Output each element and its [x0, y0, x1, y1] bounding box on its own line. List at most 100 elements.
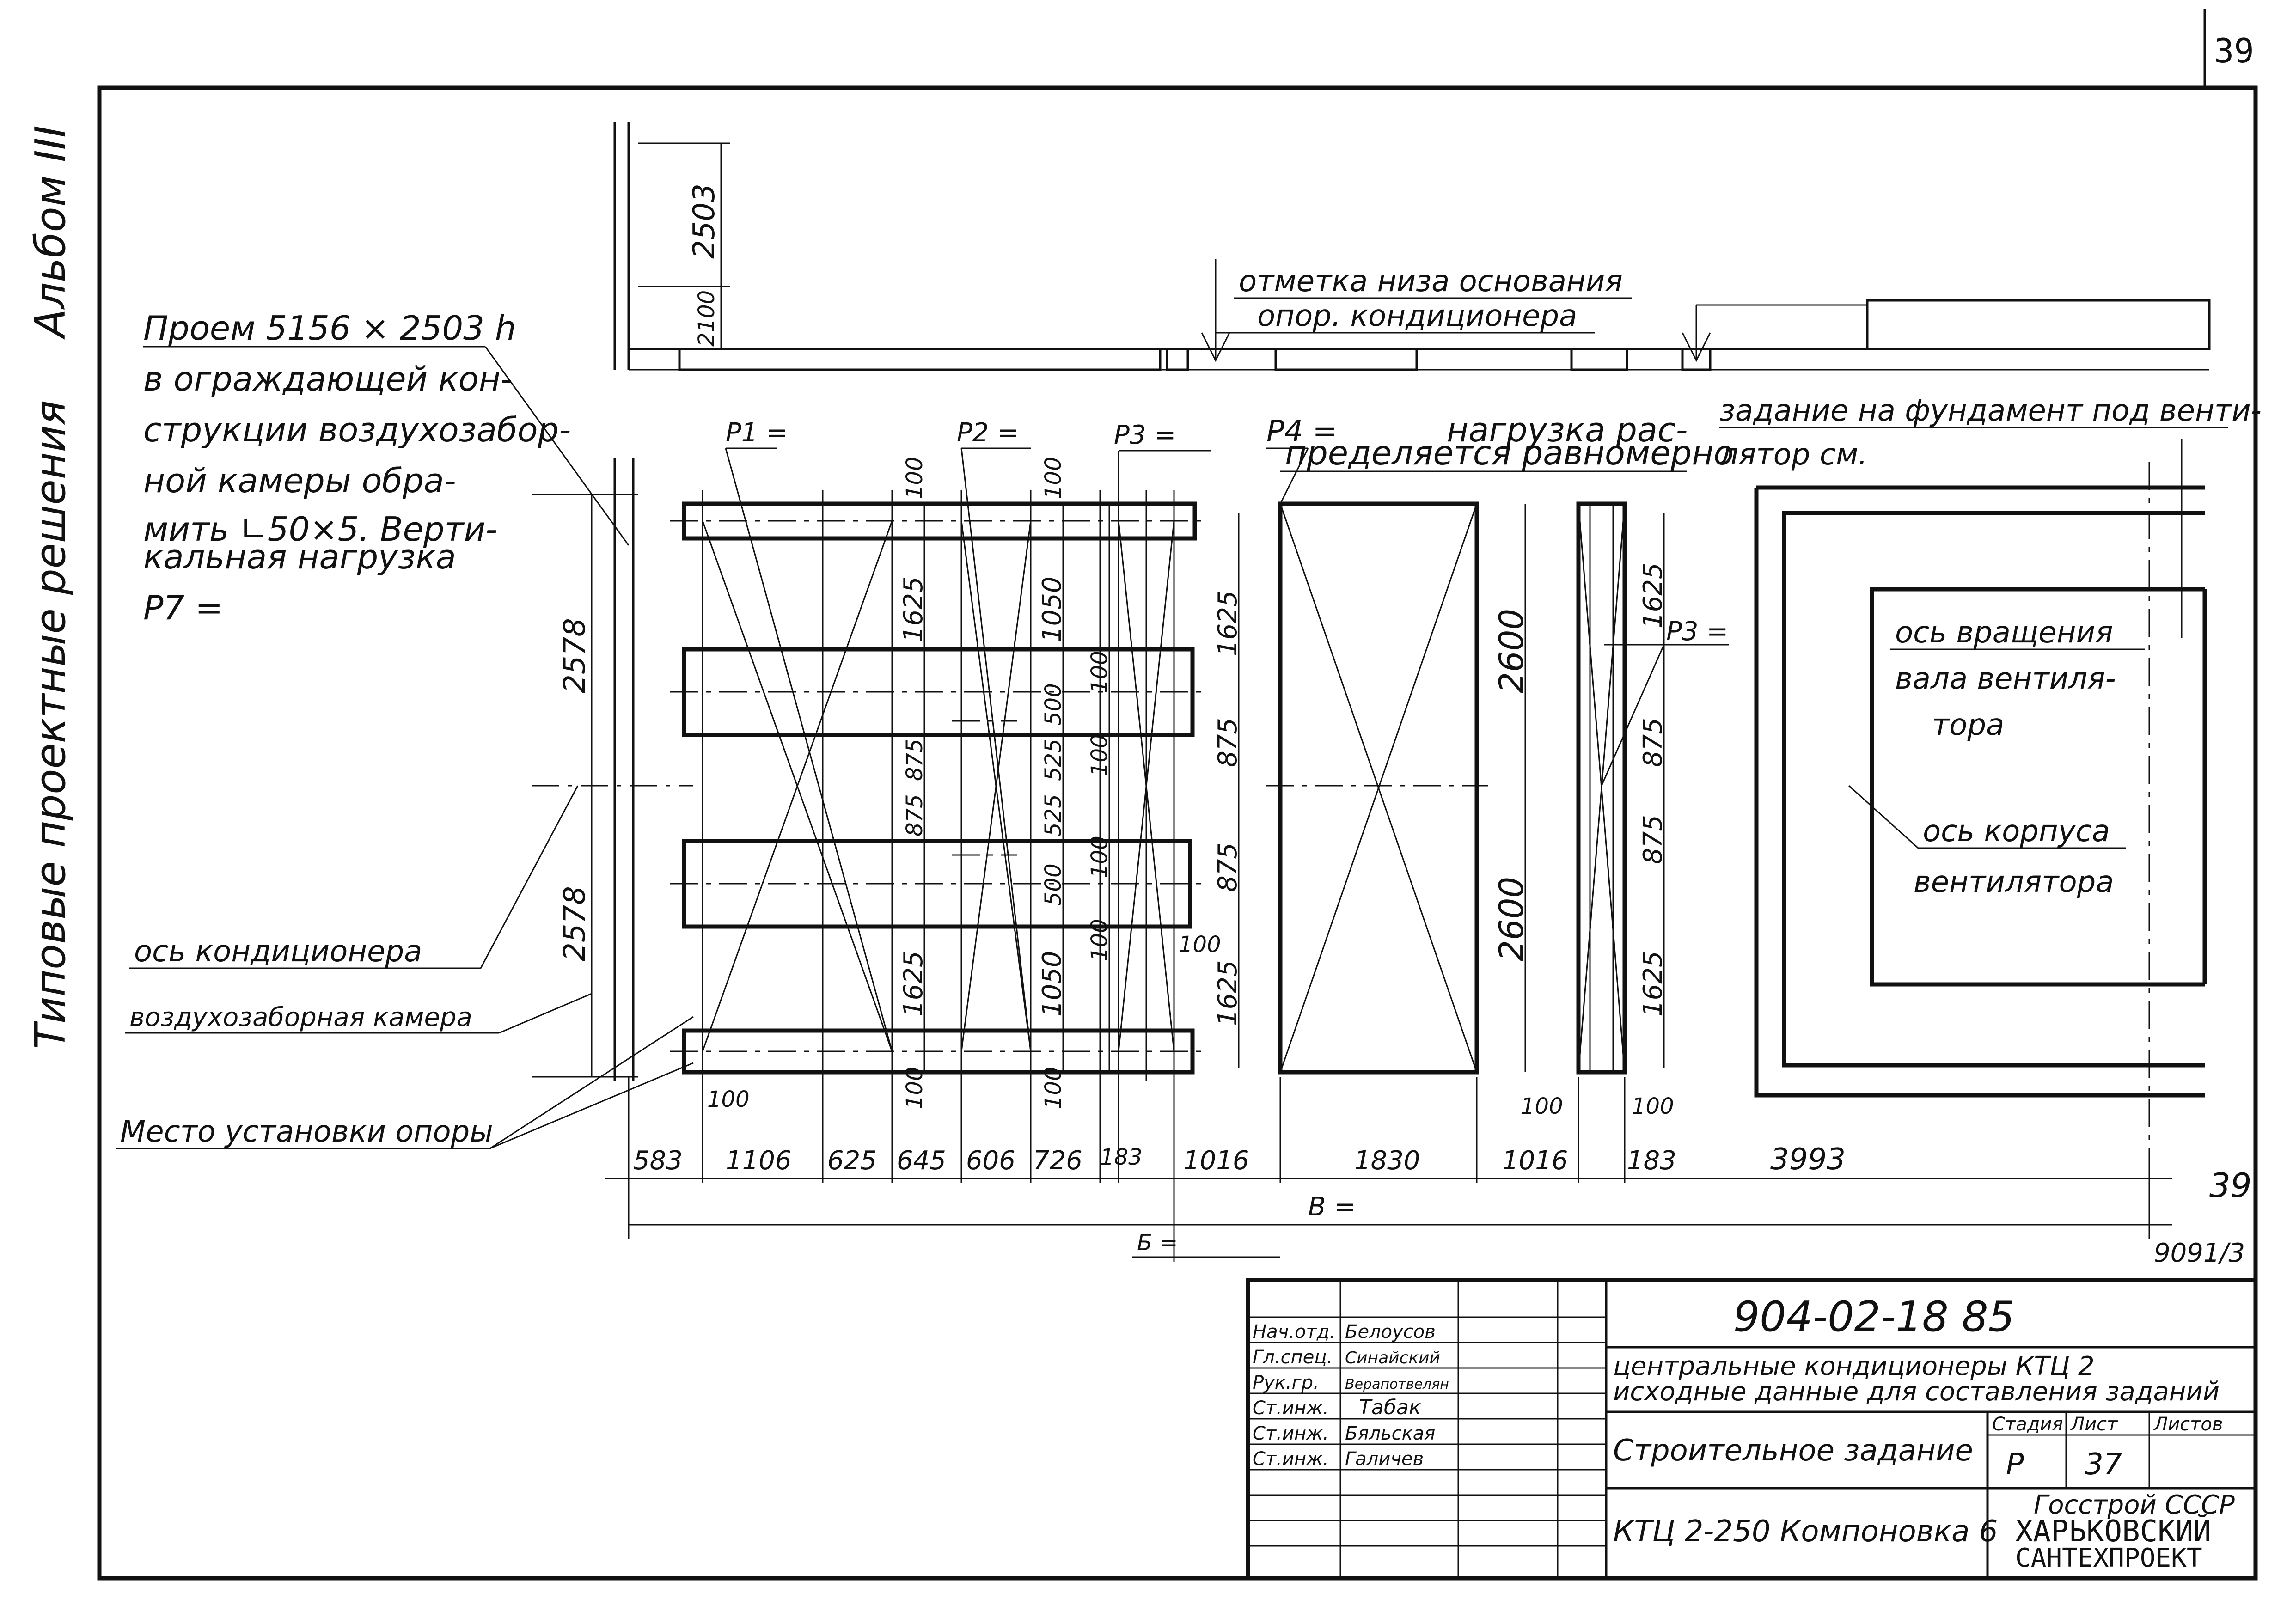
dim-ve-1: 2600 [1492, 877, 1531, 961]
corner-ref: 9091/3 [2154, 1238, 2245, 1268]
dim-vb-5: 500 [1040, 863, 1066, 906]
dim-ve-0: 2600 [1492, 609, 1531, 693]
dim-left-upper: 2578 [558, 618, 592, 693]
tb-sheet: 37 [2085, 1447, 2122, 1482]
dim-h-4: 606 [966, 1146, 1015, 1176]
tb-title-line2: исходные данные для составления заданий [1613, 1377, 2220, 1407]
fan-foundation [1754, 439, 2207, 1220]
dim-vc-1: 100 [1087, 734, 1113, 776]
conditioner-axis-label: ось кондиционера [134, 934, 422, 969]
task-note-1: задание на фундамент под венти- [1719, 394, 2262, 428]
tb-name-0: Белоусов [1345, 1321, 1436, 1343]
opening-note-6: кальная нагрузка [143, 537, 456, 576]
dim-vf-3: 1625 [1638, 951, 1668, 1017]
dim-vc-2: 100 [1087, 836, 1113, 878]
opening-note-2: в ограждающей кон- [143, 360, 513, 398]
drawing-frame [97, 85, 2258, 1581]
title-block [1246, 1278, 2258, 1581]
tb-role-2: Рук.гр. [1253, 1372, 1319, 1393]
body-axis-2: вентилятора [1914, 865, 2114, 899]
dim-h-10: 183 [1627, 1146, 1676, 1176]
dim-va-0: 100 [902, 457, 928, 499]
tb-org-3: САНТЕХПРОЕКТ [2015, 1543, 2202, 1573]
dim-h-0: 583 [633, 1146, 683, 1176]
dim-vb-2: 500 [1040, 683, 1066, 726]
tb-name-2: Верапотвелян [1345, 1376, 1449, 1392]
load-p3: P3 = [1114, 420, 1176, 450]
tb-subtitle: Строительное задание [1613, 1434, 1973, 1468]
dim-va-3: 875 [902, 794, 928, 836]
conditioner-supports [670, 447, 1240, 1081]
dim-total-b: B = [1308, 1192, 1356, 1222]
dim-vb-4: 525 [1040, 794, 1066, 836]
tb-org-1: Госстрой СССР [2034, 1490, 2235, 1520]
tb-sheets-header: Листов [2153, 1414, 2223, 1435]
album-label: Альбом III [26, 125, 75, 340]
dim-vc-0: 100 [1087, 651, 1113, 693]
dim-vf-1: 875 [1638, 718, 1668, 767]
tb-stage-header: Стадия [1992, 1414, 2063, 1435]
series-label: Типовые проектные решения [26, 400, 75, 1049]
load-p2: P2 = [957, 418, 1019, 448]
dim-va-1: 1625 [899, 576, 929, 642]
tb-name-1: Синайский [1345, 1349, 1440, 1368]
dim-small-100-a: 100 [1179, 932, 1221, 958]
dim-h-11: 3993 [1770, 1142, 1846, 1177]
tb-role-1: Гл.спец. [1253, 1347, 1333, 1368]
horizontal-dimension-chain [605, 1077, 2172, 1262]
dim-va-5: 100 [902, 1067, 928, 1109]
dim-h-3: 645 [897, 1146, 946, 1176]
dim-small-100-d: 100 [707, 1087, 750, 1112]
dim-left-lower: 2578 [558, 886, 592, 961]
opening-note-3: струкции воздухозабор- [143, 410, 571, 449]
dim-va-4: 1625 [899, 951, 929, 1017]
task-note-2: лятор см. [1718, 438, 1868, 472]
dim-h-8: 1830 [1354, 1146, 1420, 1176]
dim-h-2: 625 [827, 1146, 877, 1176]
dim-vf-2: 875 [1638, 815, 1668, 864]
dim-vf-0: 1625 [1638, 562, 1668, 629]
tb-role-5: Ст.инж. [1253, 1448, 1329, 1470]
dim-vb-3: 525 [1040, 739, 1066, 781]
dim-vd-1: 875 [1213, 718, 1243, 767]
tb-code: 904-02-18 85 [1733, 1293, 2015, 1341]
dim-vd-0: 1625 [1213, 590, 1243, 656]
bottom-mark-line1: отметка низа основания [1239, 264, 1623, 299]
tb-role-4: Ст.инж. [1253, 1423, 1329, 1444]
rotation-axis-2: вала вентиля- [1895, 662, 2116, 696]
opening-note-5: мить ∟50×5. Верти- [143, 510, 497, 549]
support-place-label: Место установки опоры [120, 1115, 493, 1149]
rotation-axis-1: ось вращения [1895, 616, 2113, 650]
load-p3b: P3 = [1666, 617, 1728, 647]
opening-note-4: ной камеры обра- [143, 461, 456, 500]
top-elevation [613, 122, 2211, 371]
dim-h-6: 183 [1100, 1144, 1143, 1170]
dim-h-1: 1106 [726, 1146, 792, 1176]
dim-total-b-small: Б = [1137, 1230, 1178, 1256]
bottom-mark-line2: опор. кондиционера [1257, 299, 1577, 333]
tb-org-2: ХАРЬКОВСКИЙ [2015, 1514, 2211, 1549]
dim-small-100-c: 100 [1632, 1093, 1674, 1119]
p4-block [1266, 447, 1687, 1075]
tb-name-4: Бяльская [1345, 1423, 1435, 1444]
load-p1: P1 = [726, 418, 788, 448]
dim-va-2: 875 [902, 739, 928, 781]
body-axis-1: ось корпуса [1923, 814, 2110, 849]
p4-label: P4 = [1266, 415, 1337, 449]
tb-title-line1: центральные кондиционеры КТЦ 2 [1613, 1351, 2095, 1381]
dim-small-100-b: 100 [1521, 1093, 1563, 1119]
dim-vb-0: 100 [1040, 457, 1066, 499]
tb-role-3: Ст.инж. [1253, 1398, 1329, 1419]
rotation-axis-3: тора [1932, 708, 2004, 742]
dim-vd-3: 1625 [1213, 960, 1243, 1026]
opening-note-7: P7 = [143, 588, 223, 627]
air-chamber-wall [532, 458, 693, 1081]
dim-h-9: 1016 [1502, 1146, 1568, 1176]
corner-number: 39 [2209, 1166, 2252, 1205]
tb-stage: Р [2006, 1447, 2024, 1482]
narrow-support [1576, 501, 1729, 1075]
p4-note-2: пределяется равномерно [1285, 433, 1734, 472]
tb-name-5: Галичев [1345, 1448, 1424, 1470]
